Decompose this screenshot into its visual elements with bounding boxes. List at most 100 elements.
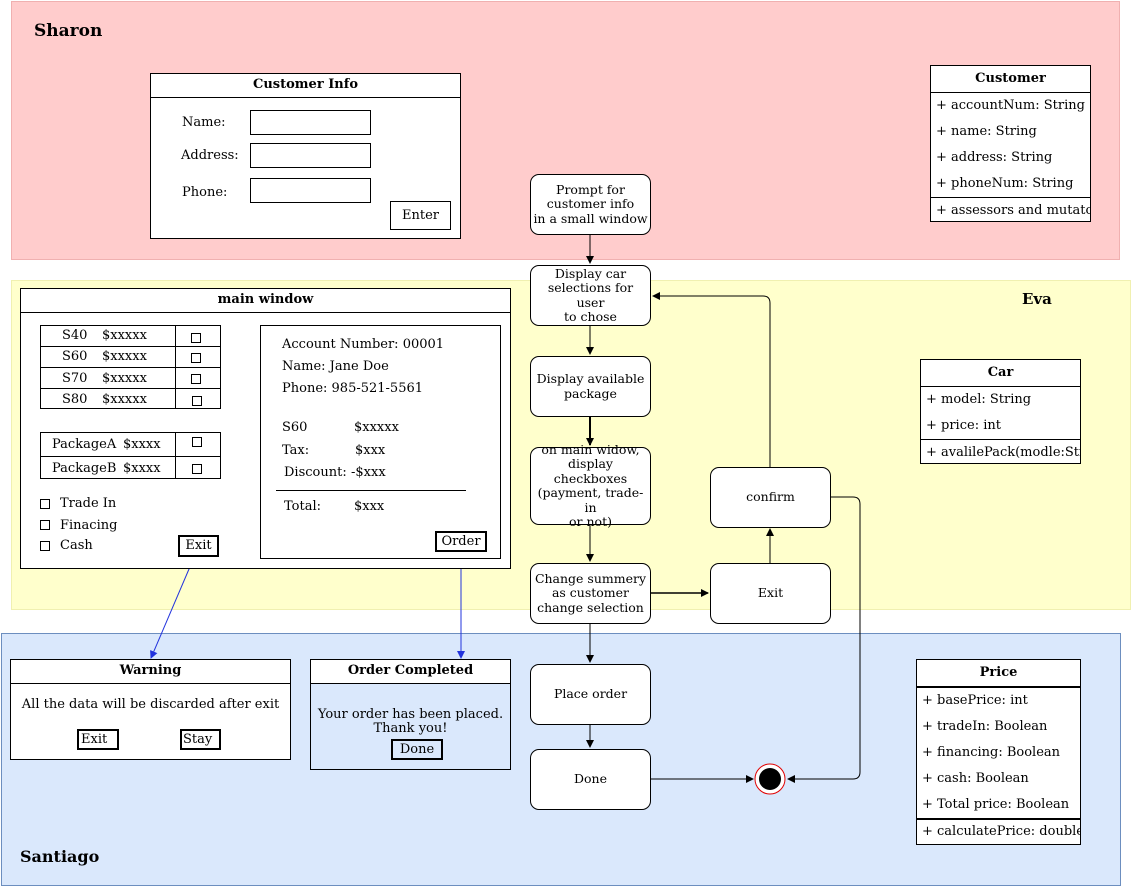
node-done: Done [530, 749, 651, 810]
item-label: S60 [282, 420, 308, 435]
class-attribute: + accountNum: String [936, 98, 1085, 113]
model-price: $xxxxx [102, 371, 147, 386]
package-checkbox[interactable] [192, 464, 202, 474]
package-price: $xxxx [123, 437, 161, 452]
node-text: change selection [537, 599, 644, 615]
main-window-title: main window [21, 289, 510, 313]
class-attribute: + cash: Boolean [922, 771, 1029, 786]
package-row: PackageB $xxxx [41, 457, 220, 479]
done-button[interactable]: Done [391, 739, 443, 760]
class-attribute: + tradeIn: Boolean [922, 719, 1048, 734]
warning-exit-button[interactable]: Exit [77, 729, 119, 750]
cash-checkbox[interactable] [40, 541, 50, 551]
tax-label: Tax: [282, 443, 310, 458]
model-checkbox[interactable] [191, 353, 201, 363]
node-display-checkboxes: on main widow, display checkboxes (payme… [530, 442, 651, 529]
node-text: as customer [551, 585, 630, 601]
node-text: on main widow, [541, 441, 640, 457]
trade-in-checkbox[interactable] [40, 499, 50, 509]
class-attribute: + name: String [936, 124, 1037, 139]
node-change-summary: Change summery as customer change select… [530, 563, 651, 624]
model-checkbox[interactable] [192, 396, 202, 406]
model-row: S80 $xxxxx [41, 389, 220, 409]
node-text: in a small window [533, 210, 648, 226]
address-label: Address: [181, 148, 239, 163]
node-text: or not) [569, 514, 612, 529]
node-display-package: Display available package [530, 356, 651, 417]
phone-label: Phone: [182, 185, 228, 200]
name-field[interactable] [250, 110, 371, 135]
class-attribute: + address: String [936, 150, 1053, 165]
class-attribute: + Total price: Boolean [922, 797, 1070, 812]
total-value: $xxx [354, 499, 385, 514]
class-attribute: + financing: Boolean [922, 745, 1061, 760]
model-name: S70 [62, 371, 88, 386]
warning-stay-button[interactable]: Stay [180, 729, 221, 750]
model-name: S60 [62, 349, 88, 364]
summary-divider [276, 490, 466, 491]
package-name: PackageA [52, 437, 117, 452]
lane-title-eva: Eva [1022, 290, 1052, 308]
account-number: Account Number: 00001 [282, 337, 445, 352]
node-text: Change summery [534, 570, 647, 586]
model-table: S40 $xxxxx S60 $xxxxx S70 $xxxxx S80 $xx… [40, 325, 221, 409]
discount-label: Discount: [284, 465, 347, 480]
phone-field[interactable] [250, 178, 371, 203]
node-text: Place order [553, 686, 628, 702]
node-text: selections for user [547, 280, 634, 310]
class-method: + avalilePack(modle:String) [921, 439, 1080, 463]
node-text: Display available [536, 371, 645, 386]
model-name: S80 [62, 392, 88, 407]
node-exit: Exit [710, 563, 831, 624]
model-checkbox[interactable] [191, 374, 201, 384]
order-completed-message-2: Thank you! [373, 721, 448, 736]
node-place-order: Place order [530, 664, 651, 725]
model-price: $xxxxx [102, 328, 147, 343]
class-method: + assessors and mutators [931, 197, 1090, 221]
node-text: Exit [757, 585, 784, 601]
package-price: $xxxx [123, 461, 161, 476]
customer-name: Name: Jane Doe [282, 359, 389, 374]
node-text: Done [574, 771, 607, 787]
node-text: checkboxes [553, 470, 628, 486]
item-value: $xxxxx [354, 420, 399, 435]
model-checkbox[interactable] [191, 333, 201, 343]
node-text: (payment, trade-in [537, 485, 644, 515]
node-text: display [568, 456, 613, 471]
total-label: Total: [284, 499, 322, 514]
class-attribute: + basePrice: int [922, 693, 1028, 708]
node-display-car-selections: Display car selections for user to chose [530, 265, 651, 326]
node-confirm: confirm [710, 467, 831, 528]
class-price: Price + basePrice: int + tradeIn: Boolea… [916, 659, 1081, 845]
node-text: package [564, 385, 617, 401]
node-text: to chose [564, 309, 617, 324]
class-price-name: Price [917, 660, 1080, 688]
financing-checkbox[interactable] [40, 520, 50, 530]
exit-button[interactable]: Exit [178, 535, 219, 557]
class-customer: Customer + accountNum: String + name: St… [930, 65, 1091, 222]
package-name: PackageB [52, 461, 117, 476]
order-summary-panel [260, 325, 501, 559]
trade-in-label: Trade In [60, 496, 117, 511]
node-text: customer info [546, 196, 635, 212]
enter-button[interactable]: Enter [390, 201, 451, 230]
lane-title-santiago: Santiago [20, 847, 100, 866]
class-method: + calculatePrice: double [917, 818, 1080, 844]
order-button[interactable]: Order [435, 531, 487, 552]
warning-title: Warning [11, 660, 290, 684]
class-attribute: + model: String [926, 392, 1032, 407]
node-prompt-customer-info: Prompt for customer info in a small wind… [530, 174, 651, 235]
package-checkbox[interactable] [192, 437, 202, 447]
address-field[interactable] [250, 143, 371, 168]
order-completed-dialog: Order Completed [310, 659, 511, 770]
node-text: Prompt for [556, 181, 625, 197]
class-attribute: + phoneNum: String [936, 176, 1074, 191]
class-car: Car + model: String + price: int + avali… [920, 359, 1081, 464]
node-text: Display car [554, 265, 627, 281]
customer-phone: Phone: 985-521-5561 [282, 381, 424, 396]
cash-label: Cash [60, 538, 93, 553]
customer-info-title: Customer Info [151, 74, 460, 98]
class-customer-name: Customer [931, 66, 1090, 93]
package-table: PackageA $xxxx PackageB $xxxx [40, 432, 221, 479]
tax-value: $xxx [355, 443, 386, 458]
